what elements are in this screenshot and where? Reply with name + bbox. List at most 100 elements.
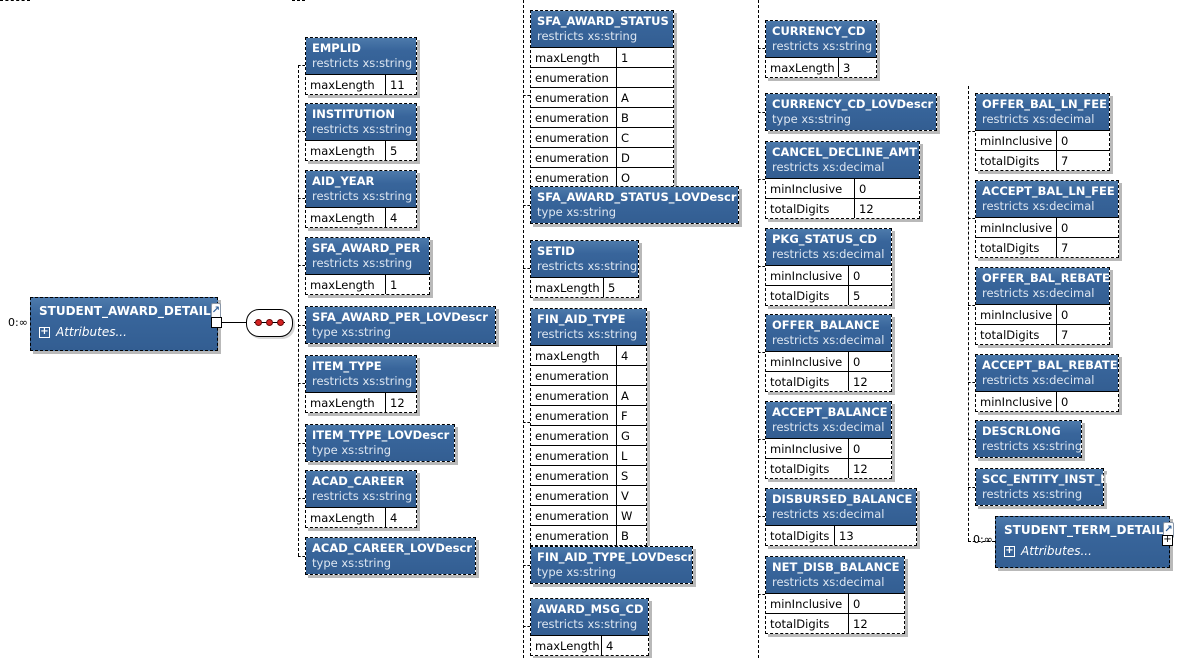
connector-line [968,86,969,541]
element-type: restricts xs:string [312,489,413,503]
connector-line [968,541,995,542]
facet-value: 0 [1056,305,1109,324]
attributes-expander[interactable]: + Attributes... [31,321,217,344]
facet-name: enumeration [535,130,609,145]
element-type: restricts xs:string [537,327,638,341]
element-box-STUDENT_TERM_DETAIL[interactable]: STUDENT_TERM_DETAIL↗+Attributes... [995,516,1174,568]
element-type: restricts xs:decimal [982,199,1095,213]
facet-name: totalDigits [980,327,1040,342]
connector-line [968,487,975,488]
facet-name: enumeration [535,150,609,165]
expand-plus-icon[interactable]: + [1004,544,1015,557]
facet-name: maxLength [770,60,835,75]
facet-value: 12 [854,199,919,218]
connector-line [523,205,530,206]
element-name: DISBURSED_BALANCE [772,492,913,506]
connector-line [758,0,759,658]
facet-name: enumeration [535,488,609,503]
sequence-icon[interactable] [246,309,293,337]
facet-value: 12 [385,393,416,412]
facet-name: maxLength [535,348,600,363]
element-name: FIN_AID_TYPE_LOVDescr [537,550,694,564]
connector-line [758,352,765,353]
facet-value: 4 [385,508,416,527]
element-name: ITEM_TYPE_LOVDescr [312,428,450,442]
element-name: ACAD_CAREER_LOVDescr [312,541,473,555]
connector-line [758,266,765,267]
connector-line [221,322,246,323]
expand-plus-icon[interactable]: + [39,325,50,338]
facet-name: enumeration [535,448,609,463]
facet-value: 1 [616,48,673,67]
facet-name: enumeration [535,110,609,125]
element-type: restricts xs:decimal [982,373,1095,387]
attributes-expander[interactable]: +Attributes... [996,540,1169,563]
element-name: ACCEPT_BAL_REBATE [982,358,1118,372]
facet-name: minInclusive [980,133,1053,148]
facet-name: maxLength [310,210,375,225]
connector-line [523,626,530,627]
facet-value: 0 [848,352,891,371]
expand-plus-icon[interactable]: + [1162,534,1173,546]
connector-line [292,0,305,1]
facet-value: 7 [1056,238,1118,257]
facet-value [616,68,673,87]
element-name: CURRENCY_CD [772,24,866,38]
facet-value: V [616,486,646,505]
facet-name: totalDigits [770,616,830,631]
element-type: restricts xs:string [537,259,638,273]
facet-name: totalDigits [770,201,830,216]
element-name: SFA_AWARD_STATUS_LOVDescr [537,190,737,204]
root-element-box[interactable]: STUDENT_AWARD_DETAIL ↗ + Attributes... [30,297,222,351]
connector-line [298,325,305,326]
element-name: DESCRLONG [982,424,1061,438]
facet-value: A [616,386,646,405]
facet-row: totalDigits 12 [766,198,919,218]
facet-value: 1 [385,275,429,294]
facet-name: totalDigits [980,153,1040,168]
